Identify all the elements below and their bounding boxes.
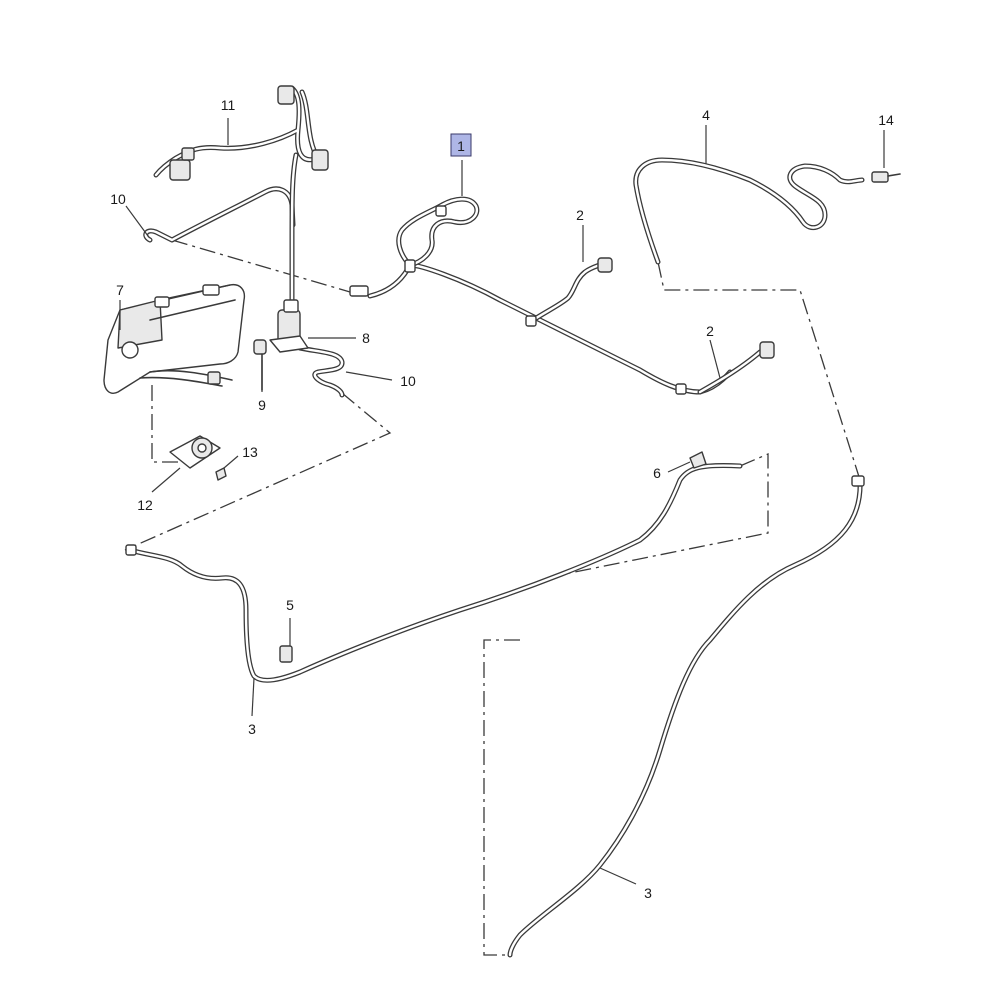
callout-8[interactable]: 8 (362, 330, 370, 346)
wiring-harness (153, 85, 329, 303)
level-sensor (169, 435, 221, 469)
washer-pump (269, 299, 309, 353)
hose-10-lower (297, 345, 345, 398)
callout-12[interactable]: 12 (137, 497, 153, 513)
washer-reservoir (103, 283, 246, 394)
callouts: 1 2 2 3 3 4 5 6 7 8 9 10 10 11 12 13 14 (110, 97, 894, 901)
hose-3-rear (127, 463, 743, 683)
callout-14[interactable]: 14 (878, 112, 894, 128)
pump-grommet (253, 339, 267, 391)
nozzle-2a (597, 257, 613, 273)
hose-upper-loop (396, 196, 480, 268)
callout-6[interactable]: 6 (653, 465, 661, 481)
callout-2a[interactable]: 2 (576, 207, 584, 223)
highlight-box (450, 133, 472, 157)
hose-branch-2b (697, 349, 763, 395)
nozzle-14 (871, 171, 901, 183)
callout-10a[interactable]: 10 (110, 191, 126, 207)
leader-lines (119, 118, 885, 885)
callout-11[interactable]: 11 (221, 97, 236, 113)
hose-3-long (507, 477, 863, 958)
callout-4[interactable]: 4 (702, 107, 710, 123)
callout-3b[interactable]: 3 (644, 885, 652, 901)
nozzle-2b (759, 341, 775, 359)
callout-2b[interactable]: 2 (706, 323, 714, 339)
callout-10b[interactable]: 10 (400, 373, 416, 389)
hose-branch-2a (527, 261, 605, 325)
clip-5 (279, 645, 293, 663)
callout-7[interactable]: 7 (116, 282, 124, 298)
hose-connectors (125, 205, 865, 556)
hose-main-front (367, 262, 733, 395)
hose-10-upper (143, 186, 296, 243)
callout-3a[interactable]: 3 (248, 721, 256, 737)
callout-9[interactable]: 9 (258, 397, 266, 413)
callout-1[interactable]: 1 (457, 138, 465, 154)
callout-5[interactable]: 5 (286, 597, 294, 613)
callout-13[interactable]: 13 (242, 444, 258, 460)
hose-4 (633, 157, 865, 265)
sensor-screw (215, 467, 227, 481)
clip-6 (689, 451, 707, 469)
